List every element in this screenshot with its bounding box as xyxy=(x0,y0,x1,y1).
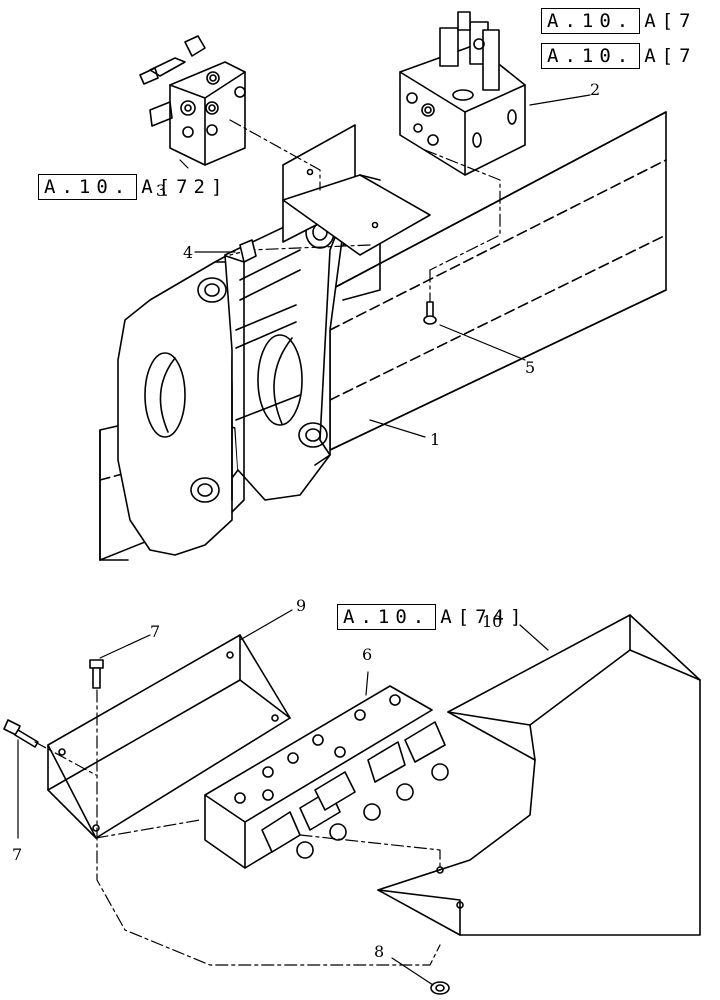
callout-2: 2 xyxy=(590,80,601,99)
callout-9: 9 xyxy=(296,596,307,615)
bracket-9 xyxy=(47,634,291,839)
callout-6: 6 xyxy=(362,645,373,664)
reference-code: A.10. xyxy=(337,604,437,630)
assembly-lines-lower xyxy=(34,689,441,966)
bolt-4 xyxy=(239,239,257,263)
reference-code: A.10. xyxy=(541,43,641,69)
cover-10 xyxy=(377,614,701,936)
valve-block-2 xyxy=(399,11,526,176)
bolt-7-lower xyxy=(3,719,39,748)
reference-box-b[interactable]: A.10.A[7 xyxy=(541,43,697,69)
nut-8 xyxy=(430,981,450,995)
bolt-7-upper xyxy=(89,659,104,689)
reference-suffix: A[7 xyxy=(644,45,697,67)
callout-7-top: 7 xyxy=(150,622,161,641)
callout-1: 1 xyxy=(430,430,441,449)
leader-lines-lower xyxy=(17,609,549,986)
callout-5: 5 xyxy=(525,358,536,377)
leader-lines-upper xyxy=(179,94,591,438)
mounting-plate xyxy=(282,124,431,256)
callout-7-left: 7 xyxy=(12,845,23,864)
reference-suffix: A[74] xyxy=(440,606,528,628)
reference-suffix: A[7 xyxy=(644,10,697,32)
valve-manifold-6 xyxy=(204,685,449,869)
reference-box-a[interactable]: A.10.A[7 xyxy=(541,8,697,34)
callout-3: 3 xyxy=(156,181,167,200)
reference-box-c[interactable]: A.10.A[72] xyxy=(38,174,228,200)
reference-suffix: A[72] xyxy=(141,176,229,198)
reference-code: A.10. xyxy=(541,8,641,34)
bolt-5 xyxy=(423,301,437,325)
pivot-bracket xyxy=(117,209,381,556)
callout-8: 8 xyxy=(374,942,385,961)
reference-code: A.10. xyxy=(38,174,138,200)
reference-box-d[interactable]: A.10.A[74] xyxy=(337,604,527,630)
callout-4: 4 xyxy=(183,243,194,262)
assembly-lines-upper xyxy=(229,119,501,306)
callout-10: 10 xyxy=(482,612,503,631)
valve-block-3 xyxy=(139,35,246,166)
